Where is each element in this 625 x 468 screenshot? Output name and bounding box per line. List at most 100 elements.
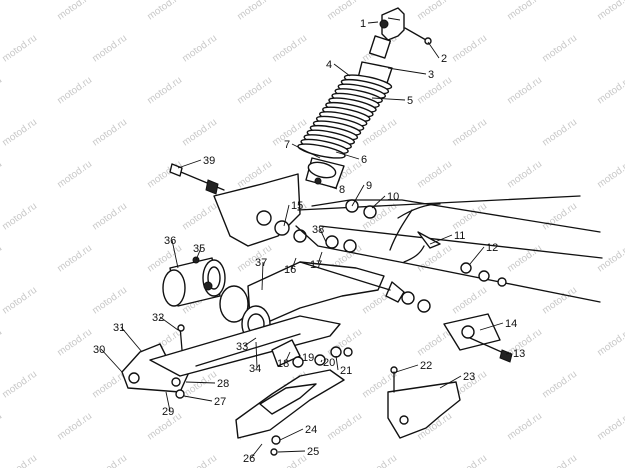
watermark-text: motod.ru: [55, 327, 94, 359]
watermark-text: motod.ru: [270, 453, 309, 468]
callout-17: 17: [310, 259, 322, 271]
callout-18: 18: [277, 358, 289, 370]
watermark-text: motod.ru: [145, 75, 184, 107]
watermark-text: motod.ru: [270, 33, 309, 65]
callout-10: 10: [387, 191, 399, 203]
watermark-text: motod.ru: [450, 201, 489, 233]
watermark-text: motod.ru: [0, 159, 4, 191]
watermark-text: motod.ru: [55, 243, 94, 275]
callout-13: 13: [513, 348, 525, 360]
leader-line-30: [100, 348, 123, 373]
leader-line-22: [395, 364, 419, 373]
watermark-text: motod.ru: [0, 33, 39, 65]
watermark-text: motod.ru: [0, 201, 39, 233]
watermark-text: motod.ru: [90, 285, 129, 317]
callout-30: 30: [93, 344, 105, 356]
watermark-text: motod.ru: [55, 75, 94, 107]
watermark-text: motod.ru: [415, 159, 454, 191]
watermark-text: motod.ru: [180, 453, 219, 468]
watermark-text: motod.ru: [415, 0, 454, 22]
leader-line-25: [277, 450, 306, 453]
watermark-text: motod.ru: [55, 411, 94, 443]
cross-shaft: [295, 195, 603, 303]
callout-26: 26: [243, 453, 255, 465]
leader-line-38: [319, 228, 327, 243]
watermark-text: motod.ru: [415, 75, 454, 107]
leader-line-10: [371, 195, 386, 209]
leader-line-31: [120, 326, 143, 353]
upper-mount-bracket: [379, 7, 432, 45]
callout-27: 27: [214, 396, 226, 408]
watermark-text: motod.ru: [595, 75, 625, 107]
watermark-text: motod.ru: [505, 159, 544, 191]
callout-19: 19: [302, 352, 314, 364]
watermark-text: motod.ru: [540, 117, 579, 149]
watermark-text: motod.ru: [180, 201, 219, 233]
watermark-text: motod.ru: [0, 411, 4, 443]
callout-28: 28: [217, 378, 229, 390]
watermark-text: motod.ru: [55, 159, 94, 191]
leader-line-36: [171, 239, 179, 269]
shock-absorber: [297, 35, 393, 189]
watermark-text: motod.ru: [540, 33, 579, 65]
callout-2: 2: [441, 53, 447, 65]
callout-20: 20: [323, 357, 335, 369]
callout-8: 8: [339, 184, 345, 196]
leader-line-7: [291, 143, 321, 159]
leader-line-3: [387, 67, 427, 75]
leader-line-11: [429, 234, 453, 245]
leader-line-29: [165, 391, 171, 412]
callout-1: 1: [360, 18, 366, 30]
leader-line-21: [335, 355, 339, 371]
leader-line-9: [351, 184, 365, 207]
leader-line-26: [250, 443, 263, 459]
leader-line-32: [159, 316, 179, 331]
leader-line-6: [335, 151, 360, 160]
callout-3: 3: [428, 69, 434, 81]
callout-6: 6: [361, 154, 367, 166]
leader-line-37: [261, 261, 264, 291]
callout-12: 12: [486, 242, 498, 254]
watermark-text: motod.ru: [360, 453, 399, 468]
leader-line-12: [469, 246, 485, 265]
callout-34: 34: [249, 363, 261, 375]
leader-line-28: [185, 381, 216, 384]
callout-32: 32: [152, 312, 164, 324]
watermark-text: motod.ru: [0, 75, 4, 107]
leader-line-4: [333, 63, 351, 77]
leader-line-17: [317, 251, 323, 265]
leader-line-18: [284, 351, 291, 364]
leader-line-2: [427, 41, 440, 59]
watermark-text: motod.ru: [450, 285, 489, 317]
leader-line-27: [183, 395, 213, 402]
lower-linkage: [121, 313, 513, 456]
leader-line-1: [367, 21, 379, 24]
leader-line-16: [291, 257, 297, 270]
watermark-text: motod.ru: [90, 33, 129, 65]
watermark-text: motod.ru: [90, 201, 129, 233]
left-shock-bracket: [169, 163, 307, 247]
callout-39: 39: [203, 155, 215, 167]
leader-line-13: [505, 352, 512, 355]
watermark-text: motod.ru: [450, 453, 489, 468]
watermark-text: motod.ru: [180, 33, 219, 65]
callout-15: 15: [291, 200, 303, 212]
callout-7: 7: [284, 139, 290, 151]
leader-lines: [100, 21, 512, 459]
watermark-text: motod.ru: [450, 117, 489, 149]
watermark-text: motod.ru: [180, 117, 219, 149]
watermark-text: motod.ru: [90, 117, 129, 149]
watermark-text: motod.ru: [0, 327, 4, 359]
leader-line-24: [279, 428, 304, 441]
leader-line-14: [479, 322, 504, 331]
watermark-text: motod.ru: [450, 33, 489, 65]
leader-line-20: [320, 359, 323, 363]
callout-36: 36: [164, 235, 176, 247]
leader-line-35: [195, 247, 202, 261]
callout-5: 5: [407, 95, 413, 107]
callout-23: 23: [463, 371, 475, 383]
watermark-text: motod.ru: [0, 0, 4, 22]
